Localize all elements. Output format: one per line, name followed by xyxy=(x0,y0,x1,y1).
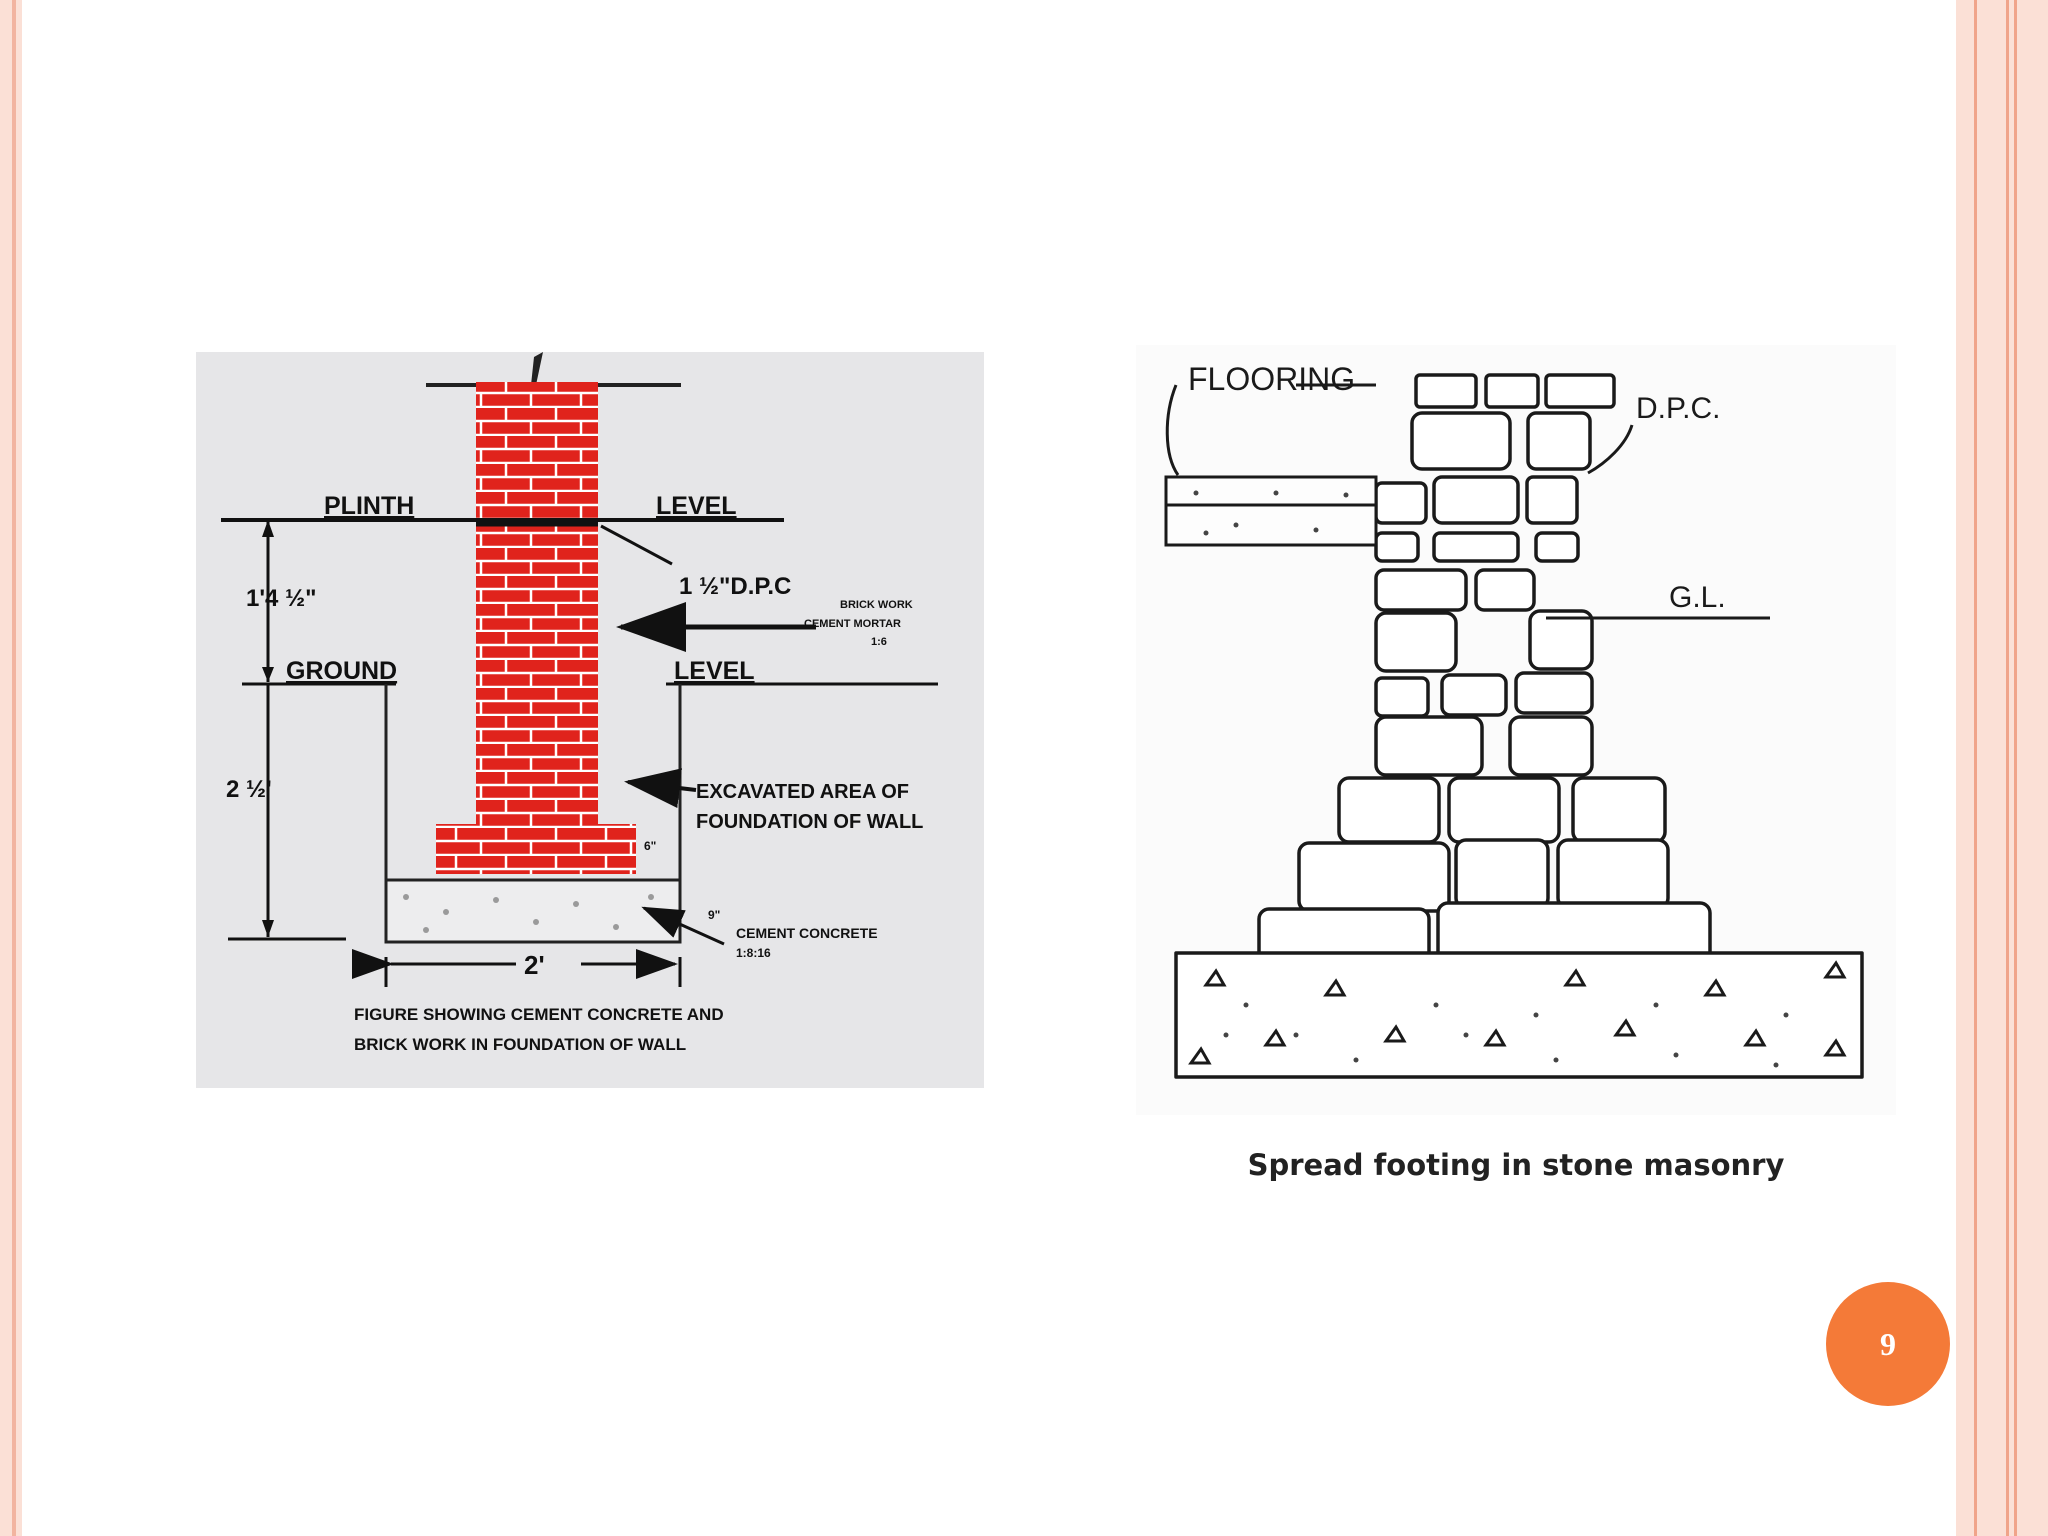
brick-work-label: BRICK WORK xyxy=(840,599,913,611)
mortar-ratio-label: 1:6 xyxy=(871,636,887,648)
offset-9-label: 9" xyxy=(708,908,720,922)
right-border-decoration xyxy=(1956,0,2048,1536)
level-top-label: LEVEL xyxy=(656,492,737,520)
left-border-decoration xyxy=(0,0,22,1536)
brick-foundation-diagram: PLINTH LEVEL 1'4 ½" 1 ½"D.P.C BRICK WORK… xyxy=(196,352,984,1088)
cement-mortar-label: CEMENT MORTAR xyxy=(804,618,901,630)
cement-concrete-label: CEMENT CONCRETE xyxy=(736,925,878,941)
ground-label: GROUND xyxy=(286,657,397,685)
dpc-right-label: D.P.C. xyxy=(1636,392,1720,425)
offset-6-label: 6" xyxy=(644,839,656,853)
stone-footing-diagram: FLOORING D.P.C. G.L. xyxy=(1136,345,1896,1115)
left-caption-line-2: BRICK WORK IN FOUNDATION OF WALL xyxy=(354,1035,686,1054)
ground-level-label: LEVEL xyxy=(674,657,755,685)
concrete-ratio-label: 1:8:16 xyxy=(736,946,771,960)
gl-label: G.L. xyxy=(1669,581,1726,614)
excavated-label-2: FOUNDATION OF WALL xyxy=(696,811,923,833)
width-label: 2' xyxy=(524,950,545,980)
excavated-label-1: EXCAVATED AREA OF xyxy=(696,781,909,803)
flooring-label: FLOORING xyxy=(1188,361,1355,397)
page-number-badge: 9 xyxy=(1826,1282,1950,1406)
dpc-label: 1 ½"D.P.C xyxy=(679,573,791,600)
left-caption-line-1: FIGURE SHOWING CEMENT CONCRETE AND xyxy=(354,1005,724,1024)
depth-label: 2 ½' xyxy=(226,776,272,803)
right-figure-caption: Spread footing in stone masonry xyxy=(1247,1148,1785,1182)
plinth-label: PLINTH xyxy=(324,492,414,520)
plinth-height-label: 1'4 ½" xyxy=(246,585,316,612)
